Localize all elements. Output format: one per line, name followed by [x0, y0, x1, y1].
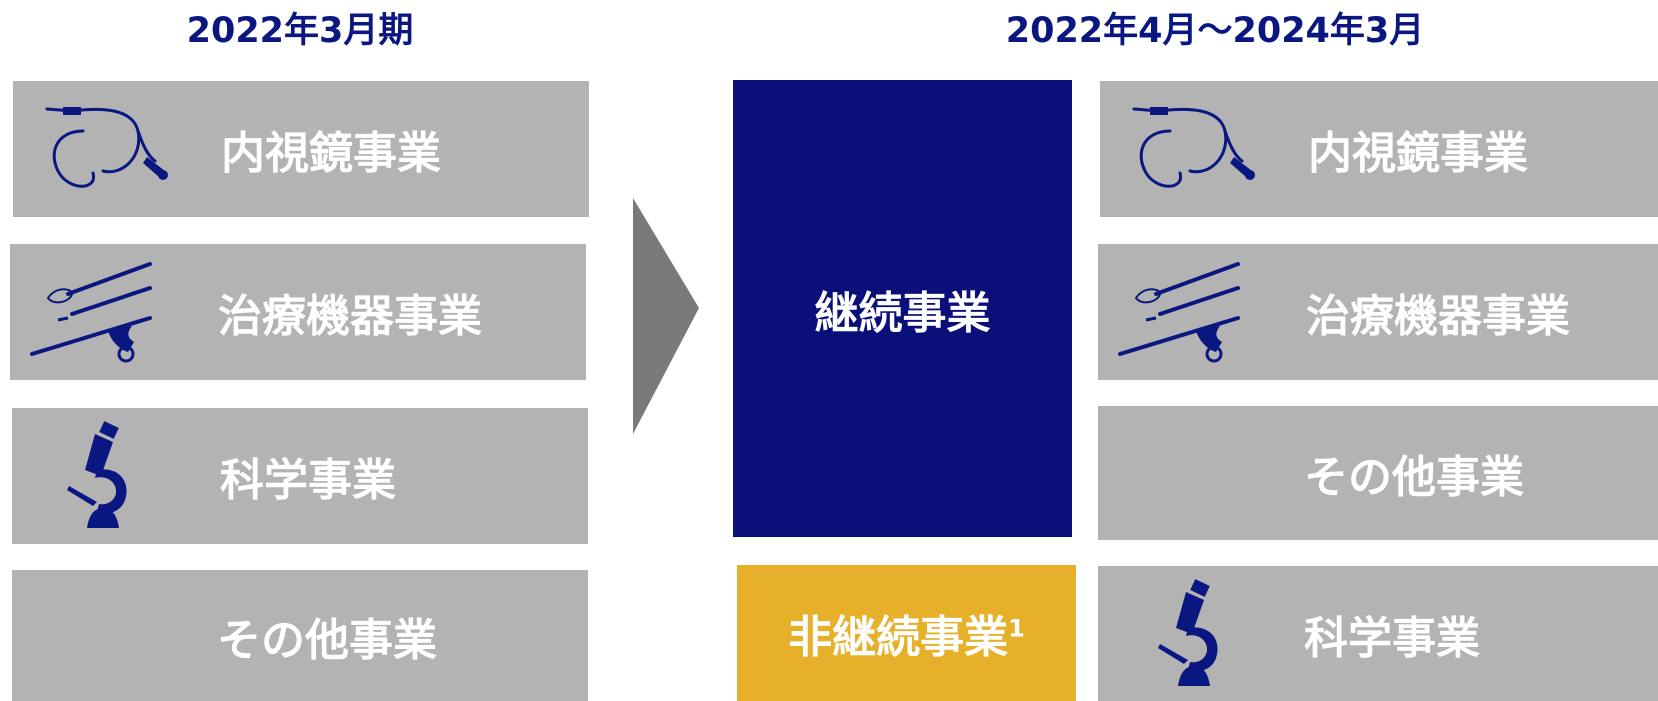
discontinued-operations-label: 非継続事業1 — [788, 601, 1025, 665]
left-segment-endoscopy-label: 内視鏡事業 — [221, 128, 441, 179]
endoscope-icon — [45, 107, 168, 188]
endoscope-icon — [1132, 107, 1255, 188]
continuing-operations-box: 継続事業 — [733, 80, 1072, 537]
left-segment-scientific: 科学事業 — [12, 408, 588, 544]
right-segment-scientific-label: 科学事業 — [1304, 612, 1480, 664]
continuing-operations-label: 継続事業 — [814, 287, 991, 339]
left-segment-therapeutic: 治療機器事業 — [10, 244, 586, 380]
right-segment-others: その他事業 — [1098, 406, 1658, 540]
right-segment-therapeutic-label: 治療機器事業 — [1306, 291, 1570, 342]
therapeutic-devices-icon — [1118, 262, 1240, 363]
right-period-heading: 2022年4月～2024年3月 — [1005, 11, 1425, 51]
microscope-icon — [67, 421, 127, 528]
right-segment-endoscopy: 内視鏡事業 — [1100, 81, 1658, 217]
footnote-marker: 1 — [1008, 614, 1025, 643]
right-segment-endoscopy-label: 内視鏡事業 — [1308, 128, 1528, 179]
left-period-heading: 2022年3月期 — [186, 11, 414, 51]
left-segment-therapeutic-label: 治療機器事業 — [218, 291, 482, 342]
transition-arrow-icon — [633, 198, 699, 434]
therapeutic-devices-icon — [30, 262, 152, 363]
left-segment-others-label: その他事業 — [217, 614, 437, 666]
discontinued-operations-text: 非継続事業 — [788, 612, 1009, 663]
microscope-icon — [1158, 579, 1218, 686]
left-segment-others: その他事業 — [12, 570, 588, 701]
right-segment-therapeutic: 治療機器事業 — [1098, 244, 1658, 380]
right-segment-others-label: その他事業 — [1304, 452, 1524, 503]
right-segment-scientific: 科学事業 — [1098, 566, 1658, 701]
left-segment-scientific-label: 科学事業 — [220, 455, 396, 506]
discontinued-operations-box: 非継続事業1 — [737, 565, 1076, 701]
left-segment-endoscopy: 内視鏡事業 — [13, 81, 589, 217]
